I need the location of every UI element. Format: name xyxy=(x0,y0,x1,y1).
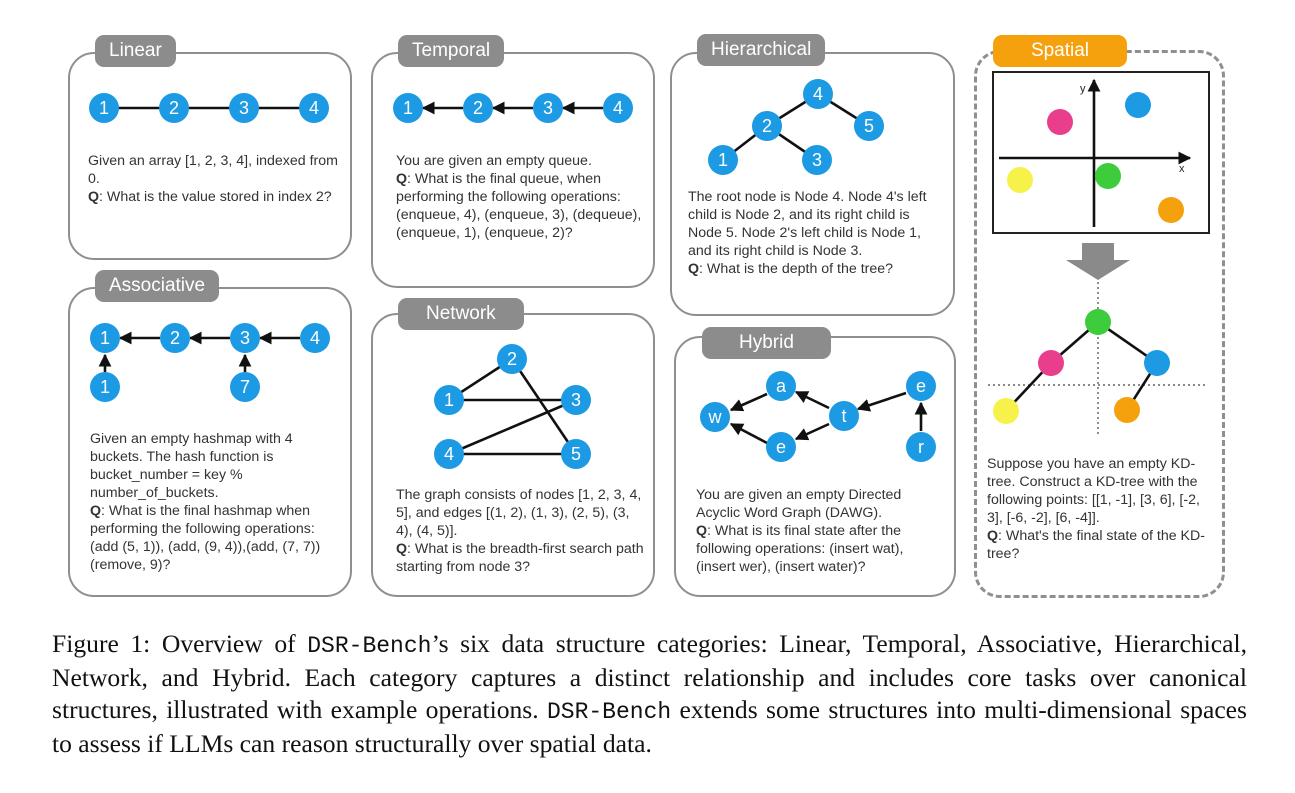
graph-node: 5 xyxy=(561,439,591,469)
svg-text:4: 4 xyxy=(310,328,320,348)
svg-text:4: 4 xyxy=(309,98,319,118)
hashmap-node: 1 xyxy=(90,372,120,402)
down-arrow-icon xyxy=(1066,243,1130,280)
network-description: The graph consists of nodes [1, 2, 3, 4,… xyxy=(396,487,644,575)
svg-text:3: 3 xyxy=(239,98,249,118)
temporal-panel xyxy=(371,52,655,288)
hashmap-node: 3 xyxy=(230,323,260,353)
axis-x-label: x xyxy=(1179,163,1185,175)
hierarchical-tag: Hierarchical xyxy=(697,34,826,66)
hashmap-node: 7 xyxy=(230,372,260,402)
svg-text:1: 1 xyxy=(403,98,413,118)
svg-text:3: 3 xyxy=(812,150,822,170)
kd-node-yellow xyxy=(993,398,1019,424)
svg-text:2: 2 xyxy=(507,349,517,369)
temporal-tag: Temporal xyxy=(398,35,505,67)
tree-node: 5 xyxy=(854,111,884,141)
temporal-node: 2 xyxy=(463,93,493,123)
svg-text:5: 5 xyxy=(571,444,581,464)
hybrid-description: You are given an empty Directed Acyclic … xyxy=(696,487,904,575)
tree-node: 2 xyxy=(752,111,782,141)
point-yellow xyxy=(1007,167,1033,193)
point-green xyxy=(1095,163,1121,189)
axis-y-label: y xyxy=(1080,83,1086,95)
linear-panel xyxy=(68,52,352,260)
point-orange xyxy=(1158,197,1184,223)
svg-text:t: t xyxy=(841,406,846,426)
temporal-node: 4 xyxy=(603,93,633,123)
graph-node: 4 xyxy=(434,439,464,469)
linear-node: 1 xyxy=(89,93,119,123)
dawg-node: w xyxy=(700,402,730,432)
hierarchical-diagram: 4 2 5 1 3 xyxy=(708,79,884,175)
associative-diagram: 1 2 3 4 1 7 xyxy=(90,323,330,402)
dawg-node: a xyxy=(766,371,796,401)
tree-node: 1 xyxy=(708,145,738,175)
svg-text:r: r xyxy=(918,437,924,457)
svg-text:4: 4 xyxy=(613,98,623,118)
point-blue xyxy=(1125,92,1151,118)
graph-node: 3 xyxy=(561,385,591,415)
associative-description: Given an empty hashmap with 4 buckets. T… xyxy=(90,431,321,573)
associative-tag: Associative xyxy=(95,270,220,302)
dawg-node: e xyxy=(906,371,936,401)
tree-node: 3 xyxy=(802,145,832,175)
linear-node: 2 xyxy=(159,93,189,123)
hybrid-tag: Hybrid xyxy=(702,327,831,359)
svg-text:1: 1 xyxy=(718,150,728,170)
hashmap-node: 4 xyxy=(300,323,330,353)
hierarchical-description: The root node is Node 4. Node 4's left c… xyxy=(688,189,927,277)
hashmap-node: 2 xyxy=(160,323,190,353)
svg-text:3: 3 xyxy=(543,98,553,118)
svg-text:5: 5 xyxy=(864,116,874,136)
svg-text:4: 4 xyxy=(813,84,823,104)
point-pink xyxy=(1047,109,1073,135)
dawg-node: r xyxy=(906,432,936,462)
svg-text:e: e xyxy=(916,376,926,396)
figure-caption: Figure 1: Overview of DSR-Bench’s six da… xyxy=(52,629,1247,758)
caption-benchmark-name: DSR-Bench xyxy=(307,633,432,659)
hashmap-node: 1 xyxy=(90,323,120,353)
linear-diagram: 1 2 3 4 xyxy=(89,93,329,123)
spatial-diagram: y x xyxy=(988,71,1210,436)
svg-text:3: 3 xyxy=(240,328,250,348)
dawg-node: e xyxy=(766,432,796,462)
kd-node-green xyxy=(1085,309,1111,335)
temporal-diagram: 1 2 3 4 xyxy=(393,93,633,123)
temporal-node: 3 xyxy=(533,93,563,123)
graph-node: 2 xyxy=(497,344,527,374)
svg-text:7: 7 xyxy=(240,377,250,397)
svg-text:2: 2 xyxy=(473,98,483,118)
svg-text:3: 3 xyxy=(571,390,581,410)
svg-text:1: 1 xyxy=(100,377,110,397)
dawg-node: t xyxy=(829,401,859,431)
temporal-description: You are given an empty queue.Q: What is … xyxy=(396,153,642,241)
linear-tag: Linear xyxy=(95,35,176,67)
linear-node: 3 xyxy=(229,93,259,123)
linear-node: 4 xyxy=(299,93,329,123)
hybrid-diagram: a w t e e r xyxy=(700,371,936,462)
spatial-description: Suppose you have an empty KD-tree. Const… xyxy=(987,456,1205,562)
svg-text:1: 1 xyxy=(444,390,454,410)
spatial-tag: Spatial xyxy=(993,35,1127,67)
linear-description: Given an array [1, 2, 3, 4], indexed fro… xyxy=(88,153,338,205)
graph-node: 1 xyxy=(434,385,464,415)
network-diagram: 2 1 3 4 5 xyxy=(434,344,591,469)
svg-text:4: 4 xyxy=(444,444,454,464)
kd-node-blue xyxy=(1144,350,1170,376)
svg-text:a: a xyxy=(776,376,787,396)
svg-text:2: 2 xyxy=(170,328,180,348)
svg-text:2: 2 xyxy=(169,98,179,118)
svg-text:1: 1 xyxy=(100,328,110,348)
caption-benchmark-name: DSR-Bench xyxy=(546,699,672,725)
svg-text:e: e xyxy=(776,437,786,457)
kd-node-pink xyxy=(1038,350,1064,376)
temporal-node: 1 xyxy=(393,93,423,123)
svg-text:w: w xyxy=(708,407,723,427)
network-tag: Network xyxy=(398,298,524,330)
svg-text:2: 2 xyxy=(762,116,772,136)
tree-node: 4 xyxy=(803,79,833,109)
svg-text:1: 1 xyxy=(99,98,109,118)
kd-node-orange xyxy=(1114,397,1140,423)
